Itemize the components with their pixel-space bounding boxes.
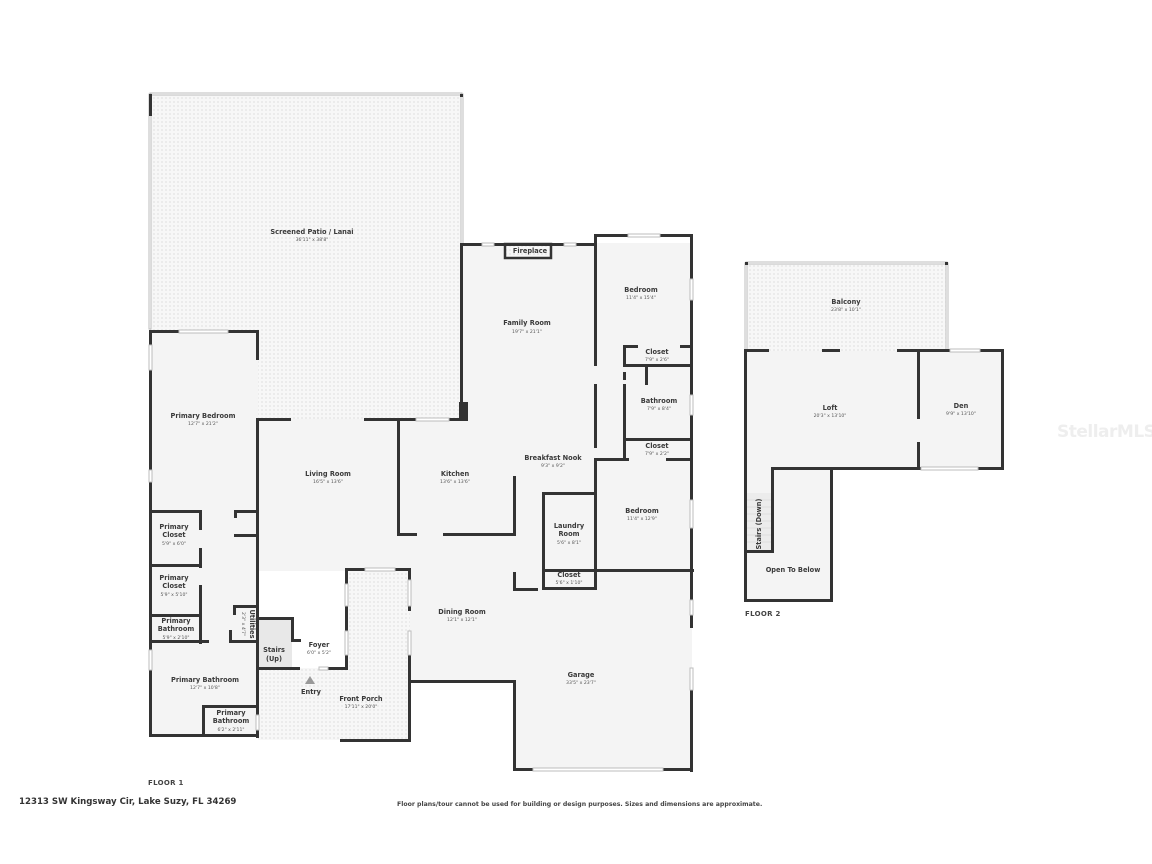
room-dim: 23'8" x 10'1"	[831, 307, 861, 313]
room-label: Bedroom	[625, 507, 659, 515]
room-label: Laundry	[554, 522, 585, 530]
room-label: Room	[558, 530, 579, 538]
stairs-down-area	[747, 493, 771, 550]
room-dim: 11'4" x 12'9"	[627, 516, 657, 522]
room-label: Primary	[161, 617, 191, 625]
room-label: Family Room	[503, 319, 551, 327]
entry-arrow-icon	[305, 676, 315, 684]
watermark-logo: StellarMLS	[1057, 422, 1152, 442]
room-dim: 20'3" x 13'10"	[814, 413, 847, 419]
room-label: Primary Bathroom	[171, 676, 239, 684]
disclaimer-text: Floor plans/tour cannot be used for buil…	[397, 801, 763, 808]
room-dim: 5'6" x 8'1"	[557, 540, 581, 546]
room-label: Breakfast Nook	[524, 454, 582, 462]
room-label: Stairs	[263, 646, 285, 654]
room-label: Closet	[557, 571, 580, 579]
room-dim: 7'9" x 2'2"	[645, 451, 669, 457]
room-dim: 12'7" x 10'8"	[190, 685, 220, 691]
room-label: Bedroom	[624, 286, 658, 294]
balcony-area	[746, 263, 947, 351]
room-dim: 2'3" x 4'7"	[240, 612, 246, 636]
room-label: Closet	[645, 348, 668, 356]
room-label: Open To Below	[766, 566, 821, 574]
room-label: Living Room	[305, 470, 351, 478]
floor-1-plan: Screened Patio / Lanai 36'11" x 38'8" Fi…	[148, 92, 694, 772]
room-dim: 6'0" x 5'2"	[307, 650, 331, 656]
room-label: Bathroom	[641, 397, 678, 405]
room-label: Loft	[823, 404, 838, 412]
floor-1-label: FLOOR 1	[148, 779, 184, 787]
room-dim: 11'4" x 15'4"	[626, 295, 656, 301]
floor-2-plan: Balcony 23'8" x 10'1" Loft 20'3" x 13'10…	[744, 261, 1004, 602]
floor-1-labels: Screened Patio / Lanai 36'11" x 38'8" Fi…	[158, 228, 678, 733]
room-label: Primary Bedroom	[171, 412, 236, 420]
room-label: Closet	[645, 442, 668, 450]
room-dim: 12'7" x 21'2"	[188, 421, 218, 427]
room-label: Dining Room	[438, 608, 486, 616]
room-dim: 5'9" x 2'10"	[162, 635, 189, 641]
room-dim: 12'1" x 12'1"	[447, 617, 477, 623]
room-dim: 7'9" x 8'4"	[647, 406, 671, 412]
room-label: Closet	[162, 582, 185, 590]
room-label: Front Porch	[339, 695, 383, 703]
stairs-up-area	[259, 619, 292, 668]
floor-2-label: FLOOR 2	[745, 610, 781, 618]
room-label: Utilities	[248, 609, 256, 638]
room-label: Garage	[568, 671, 595, 679]
room-dim: 5'6" x 1'10"	[555, 580, 582, 586]
room-label: Den	[954, 402, 969, 410]
room-label: Stairs (Down)	[755, 499, 763, 550]
room-label: Screened Patio / Lanai	[270, 228, 353, 236]
room-dim: 7'9" x 2'6"	[645, 357, 669, 363]
room-dim: 36'11" x 38'8"	[296, 237, 329, 243]
room-dim: 5'9" x 5'10"	[160, 592, 187, 598]
room-label: Primary	[159, 523, 189, 531]
room-dim: 6'2" x 2'11"	[217, 727, 244, 733]
room-dim: 9'9" x 13'10"	[946, 411, 976, 417]
room-label: Bathroom	[158, 625, 195, 633]
property-address: 12313 SW Kingsway Cir, Lake Suzy, FL 342…	[19, 797, 237, 807]
room-dim: 9'3" x 9'2"	[541, 463, 565, 469]
room-dim: 33'5" x 23'7"	[566, 680, 596, 686]
room-label: Foyer	[309, 641, 331, 649]
room-dim: 13'6" x 13'6"	[440, 479, 470, 485]
room-label: Kitchen	[441, 470, 470, 478]
room-label: Primary	[159, 574, 189, 582]
room-label: Bathroom	[213, 717, 250, 725]
entry-label: Entry	[301, 688, 322, 696]
room-dim: 16'5" x 13'6"	[313, 479, 343, 485]
room-label: Primary	[216, 709, 246, 717]
room-dim: 5'9" x 6'0"	[162, 541, 186, 547]
room-dim: 19'7" x 21'1"	[512, 329, 542, 335]
room-label: Fireplace	[513, 247, 548, 255]
room-label: Closet	[162, 531, 185, 539]
room-label: (Up)	[266, 655, 282, 663]
floor-2-labels: Balcony 23'8" x 10'1" Loft 20'3" x 13'10…	[755, 298, 976, 574]
room-label: Balcony	[831, 298, 861, 306]
room-dim: 17'11" x 20'0"	[345, 704, 378, 710]
